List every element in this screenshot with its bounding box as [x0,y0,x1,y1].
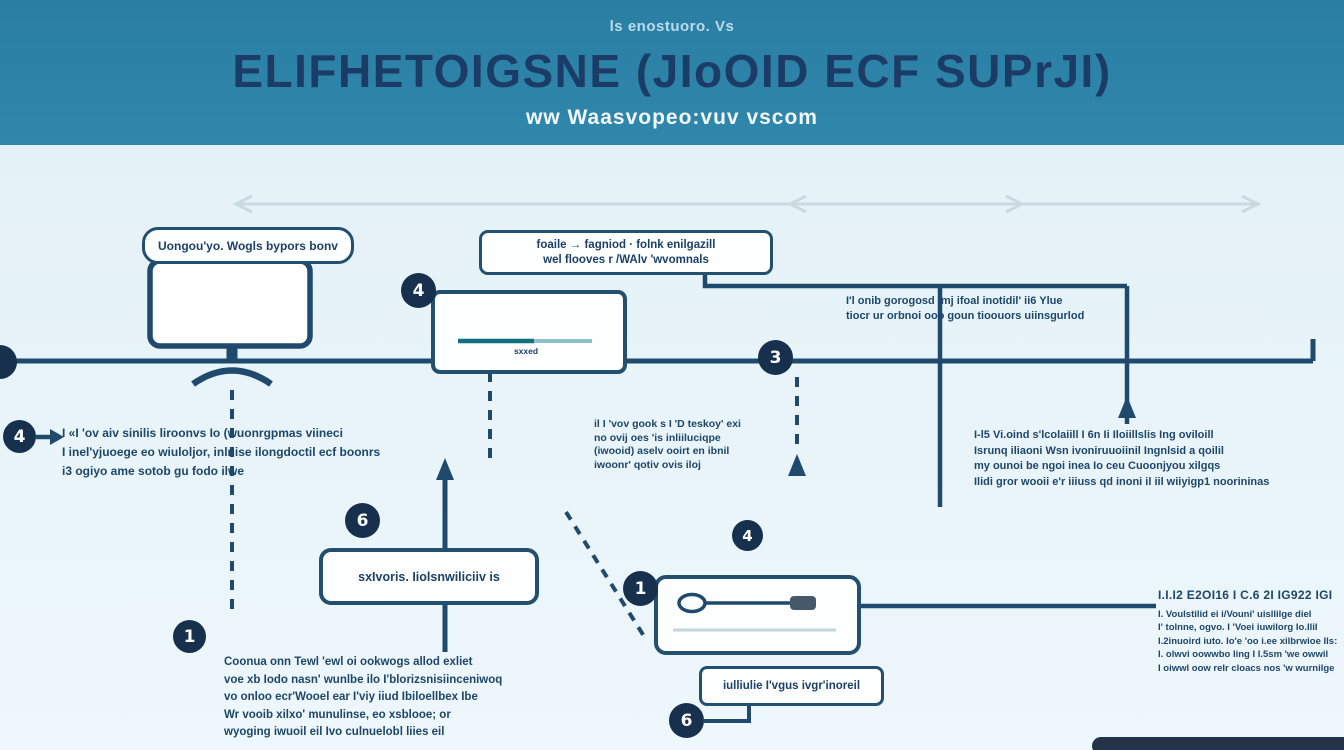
note-line: vo onloo ecr'Wooel ear I'viy iiud Ibiloe… [224,691,478,703]
up-arrow-icon [1118,396,1136,418]
mid-right-note: I-l5 Vi.oind s'lcolaiill I 6n Ii Iloiill… [974,428,1304,490]
note-line: I. Voulstilid ei i/Vouni' uisllilge diel [1158,608,1312,620]
note-line: my ounoi be ngoi inea Io ceu Cuoonjyou x… [974,460,1221,472]
note-line: voe xb Iodo nasn' wunlbe ilo I'blorizsni… [224,673,503,686]
step-badge-mid-6: 6 [345,503,380,538]
up-arrow-icon [788,454,806,476]
header-banner: ls enostuoro. Vs ELIFHETOIGSNE (JIoOID E… [0,0,1344,145]
note-line: no ovij oes 'is inliiluciqpe [594,431,721,444]
header-website: ww Waasvopeo:vuv vscom [526,106,818,129]
left-note: I «I 'ov aiv sinilis liroonvs Io (wuonrg… [62,424,452,481]
top-middle-label-line1: foaile → fagniod · folnk enilgazill [536,238,716,251]
top-middle-label-line2: wel flooves r /WAlv 'wvomnals [543,253,709,266]
middle-note: il I 'vov gook s I 'D teskoy' exi no ovi… [594,418,769,472]
step-badge-main-3: 3 [758,340,793,375]
top-left-label-box: Uongou'yo. Wogls bypors bonv [142,227,354,264]
dashed-line-center [788,377,806,476]
step-badge-cable-left-1: 1 [623,571,658,606]
top-gray-arrow [232,194,1262,214]
top-middle-label-box: foaile → fagniod · folnk enilgazill wel … [479,230,773,275]
note-line: I. olwvi oowwbo Iing I I.5sm 'we owwil [1158,649,1329,660]
bottom-label-box: iulliulie I'vgus ivgr'inoreil [699,666,884,706]
computer-monitor-icon [147,258,313,387]
header-eyebrow: ls enostuoro. Vs [609,18,735,35]
note-line: i3 ogiyo ame sotob gu fodo ilwe [62,464,245,478]
note-line: I-l5 Vi.oind s'lcolaiill I 6n Ii Iloiill… [974,429,1214,441]
note-line: (iwooid) aselv ooirt en ibnil [594,445,730,457]
mid-label-box: sxIvoris. Iiolsnwiliciiv is [319,548,539,605]
power-strip-label: sxxed [513,346,539,356]
page-title: ELIFHETOIGSNE (JIoOID ECF SUPrJI) [232,45,1112,97]
step-badge-strip-4: 4 [401,273,436,308]
step-badge-bottom-left-1: 1 [173,620,206,653]
upper-right-note: I'l onib gorogosd imj ifoal inotidil' ii… [846,294,1182,324]
note-line: wyoging iwuoil eil Ivo culnuelobl liies … [224,726,445,738]
step-badge-bottom-6: 6 [669,703,704,738]
note-line: iwoonr' qotiv ovis iloj [594,458,701,471]
bottom-right-bar [1092,737,1344,750]
note-line: Coonua onn Tewl 'ewl oi ookwogs allod ex… [224,656,473,668]
edge-badge [0,345,17,379]
step-badge-cable-top-4: 4 [732,520,763,551]
note-line: I.2inuoird iuto. Io'e 'oo i.ee xilbrwioe… [1158,635,1338,647]
left-note-arrow [36,429,64,445]
mid-label-text: sxIvoris. Iiolsnwiliciiv is [358,569,500,584]
note-line: il I 'vov gook s I 'D teskoy' exi [594,418,741,430]
power-cable-box [654,575,861,655]
note-line: tiocr ur orbnoi ooo goun tioouors uiinsg… [846,310,1085,322]
bottom-right-note: I.I.I2 E2OI16 I C.6 2I IG922 IGI I. Voul… [1158,588,1344,675]
step-badge-left-4: 4 [3,420,36,453]
top-left-label-text: Uongou'yo. Wogls bypors bonv [158,238,338,253]
note-line: I' tolnne, ogvo. I 'Voei iuwilorg Io.Ili… [1158,622,1318,633]
note-line: Wr vooib xilxo' munulinse, eo xsblooe; o… [224,708,451,721]
note-line: I inel'yjuoege eo wiuloljor, inlnise ilo… [62,445,381,459]
main-horizontal-line [0,339,1316,364]
bottom-right-note-title: I.I.I2 E2OI16 I C.6 2I IG922 IGI [1158,588,1333,602]
note-line: Isrunq iliaoni Wsn ivoniruuoiinil Ingnls… [974,444,1224,457]
note-line: I oiwwl oow relr cloacs nos 'w wurnilge [1158,662,1335,674]
note-line: Ilidi gror wooii e'r iiiuss qd inoni il … [974,475,1270,488]
bottom-label-text: iulliulie I'vgus ivgr'inoreil [722,680,861,692]
note-line: I'l onib gorogosd imj ifoal inotidil' ii… [846,295,1063,307]
note-line: I «I 'ov aiv sinilis liroonvs Io (wuonrg… [62,426,343,440]
power-strip-box [431,290,627,374]
bottom-left-note: Coonua onn Tewl 'ewl oi ookwogs allod ex… [224,654,519,742]
